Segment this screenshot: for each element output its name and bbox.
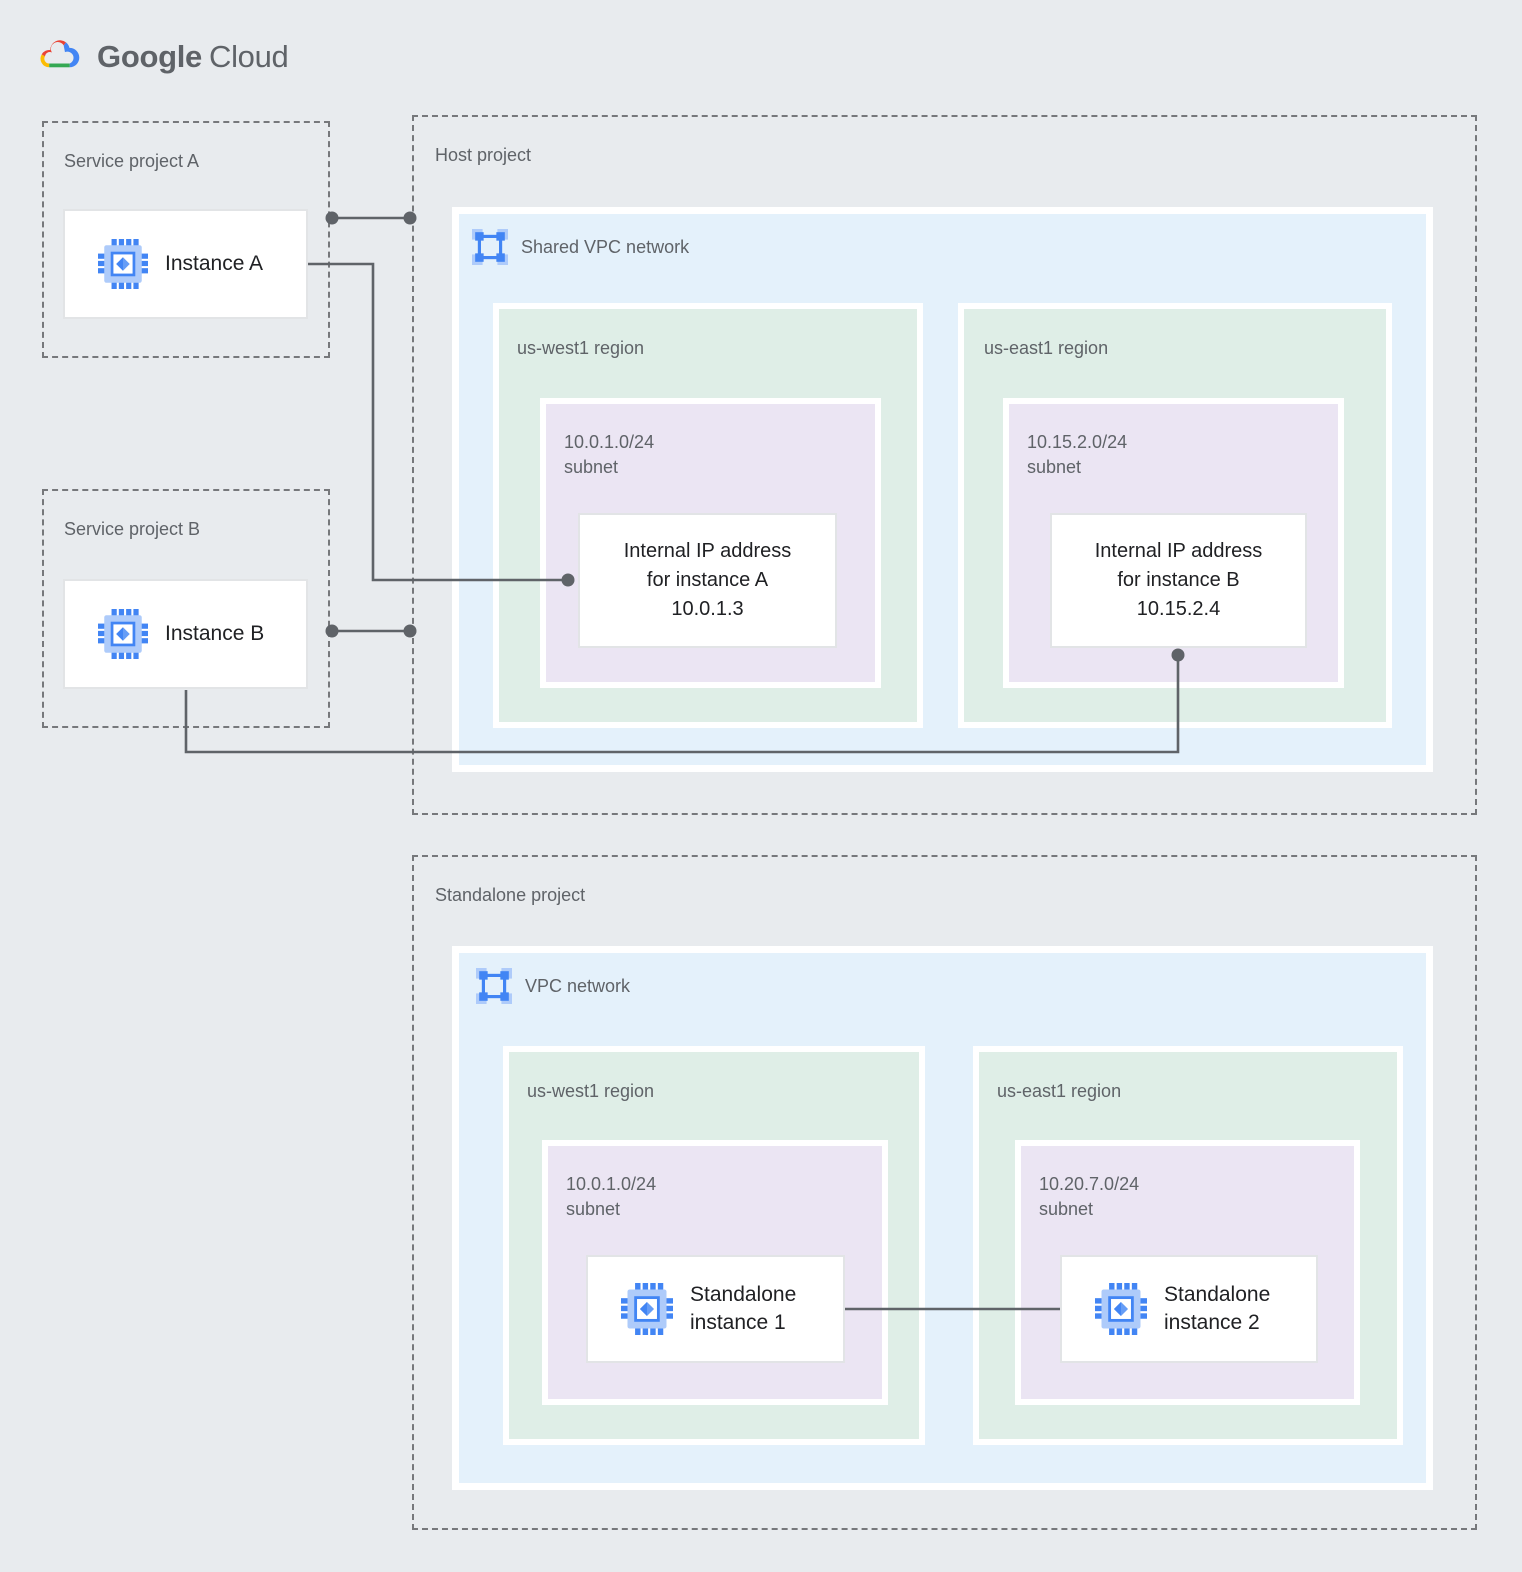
logo-google-text: Google bbox=[97, 38, 202, 74]
compute-instance-icon bbox=[98, 239, 148, 289]
host-us-west1-region-label: us-west1 region bbox=[517, 338, 645, 358]
ip-line-2: for instance B bbox=[1117, 569, 1240, 591]
ip-line-1: Internal IP address bbox=[623, 540, 792, 562]
ip-line-3: 10.15.2.4 bbox=[1136, 598, 1221, 620]
internal-ip-instance-b-node: Internal IP address for instance B 10.15… bbox=[1050, 513, 1307, 648]
vpc-network-label: VPC network bbox=[525, 975, 631, 996]
standalone-project-title: Standalone project bbox=[435, 885, 586, 905]
instance-line-1: Standalone bbox=[1164, 1283, 1271, 1306]
instance-b-node: Instance B bbox=[63, 579, 308, 689]
ip-line-2: for instance A bbox=[646, 569, 769, 591]
standalone-instance-1-label: Standalone instance 1 bbox=[690, 1281, 796, 1337]
service-project-a-title: Service project A bbox=[64, 151, 200, 171]
standalone-us-west1-subnet-label: 10.0.1.0/24 subnet bbox=[566, 1172, 656, 1222]
instance-line-1: Standalone bbox=[690, 1283, 797, 1306]
subnet-word: subnet bbox=[564, 457, 619, 477]
logo-cloud-text: Cloud bbox=[208, 38, 289, 74]
standalone-instance-1-node: Standalone instance 1 bbox=[586, 1255, 845, 1363]
vpc-network-icon bbox=[472, 229, 508, 265]
vpc-network-icon bbox=[476, 968, 512, 1004]
standalone-us-west1-region-label: us-west1 region bbox=[527, 1081, 655, 1101]
instance-a-label: Instance A bbox=[165, 252, 264, 275]
shared-vpc-network-label: Shared VPC network bbox=[521, 236, 690, 257]
subnet-word: subnet bbox=[566, 1199, 621, 1219]
subnet-cidr: 10.15.2.0/24 bbox=[1027, 432, 1128, 452]
standalone-instance-2-label: Standalone instance 2 bbox=[1164, 1281, 1270, 1337]
host-us-east1-region-label: us-east1 region bbox=[984, 338, 1109, 358]
instance-line-2: instance 2 bbox=[1164, 1311, 1260, 1334]
subnet-word: subnet bbox=[1039, 1199, 1094, 1219]
instance-b-label: Instance B bbox=[165, 622, 265, 645]
instance-line-2: instance 1 bbox=[690, 1311, 786, 1334]
ip-line-3: 10.0.1.3 bbox=[671, 598, 744, 620]
subnet-cidr: 10.0.1.0/24 bbox=[564, 432, 655, 452]
internal-ip-instance-a-node: Internal IP address for instance A 10.0.… bbox=[578, 513, 837, 648]
standalone-us-east1-subnet-label: 10.20.7.0/24 subnet bbox=[1039, 1172, 1139, 1222]
host-us-east1-subnet-label: 10.15.2.0/24 subnet bbox=[1027, 430, 1127, 480]
shared-vpc-network-header: Shared VPC network bbox=[472, 229, 689, 265]
host-us-west1-subnet-label: 10.0.1.0/24 subnet bbox=[564, 430, 654, 480]
compute-instance-icon bbox=[98, 609, 148, 659]
compute-instance-icon bbox=[621, 1283, 673, 1335]
service-project-a-box bbox=[42, 121, 330, 358]
google-cloud-logo-icon bbox=[34, 36, 86, 77]
service-project-b-title: Service project B bbox=[64, 519, 201, 539]
compute-instance-icon bbox=[1095, 1283, 1147, 1335]
standalone-us-east1-region-label: us-east1 region bbox=[997, 1081, 1122, 1101]
instance-a-node: Instance A bbox=[63, 209, 308, 319]
standalone-project-box bbox=[412, 855, 1477, 1530]
vpc-network-header: VPC network bbox=[476, 968, 630, 1004]
subnet-cidr: 10.0.1.0/24 bbox=[566, 1174, 657, 1194]
subnet-cidr: 10.20.7.0/24 bbox=[1039, 1174, 1140, 1194]
ip-line-1: Internal IP address bbox=[1094, 540, 1263, 562]
standalone-instance-2-node: Standalone instance 2 bbox=[1060, 1255, 1318, 1363]
subnet-word: subnet bbox=[1027, 457, 1082, 477]
host-project-title: Host project bbox=[435, 145, 532, 165]
